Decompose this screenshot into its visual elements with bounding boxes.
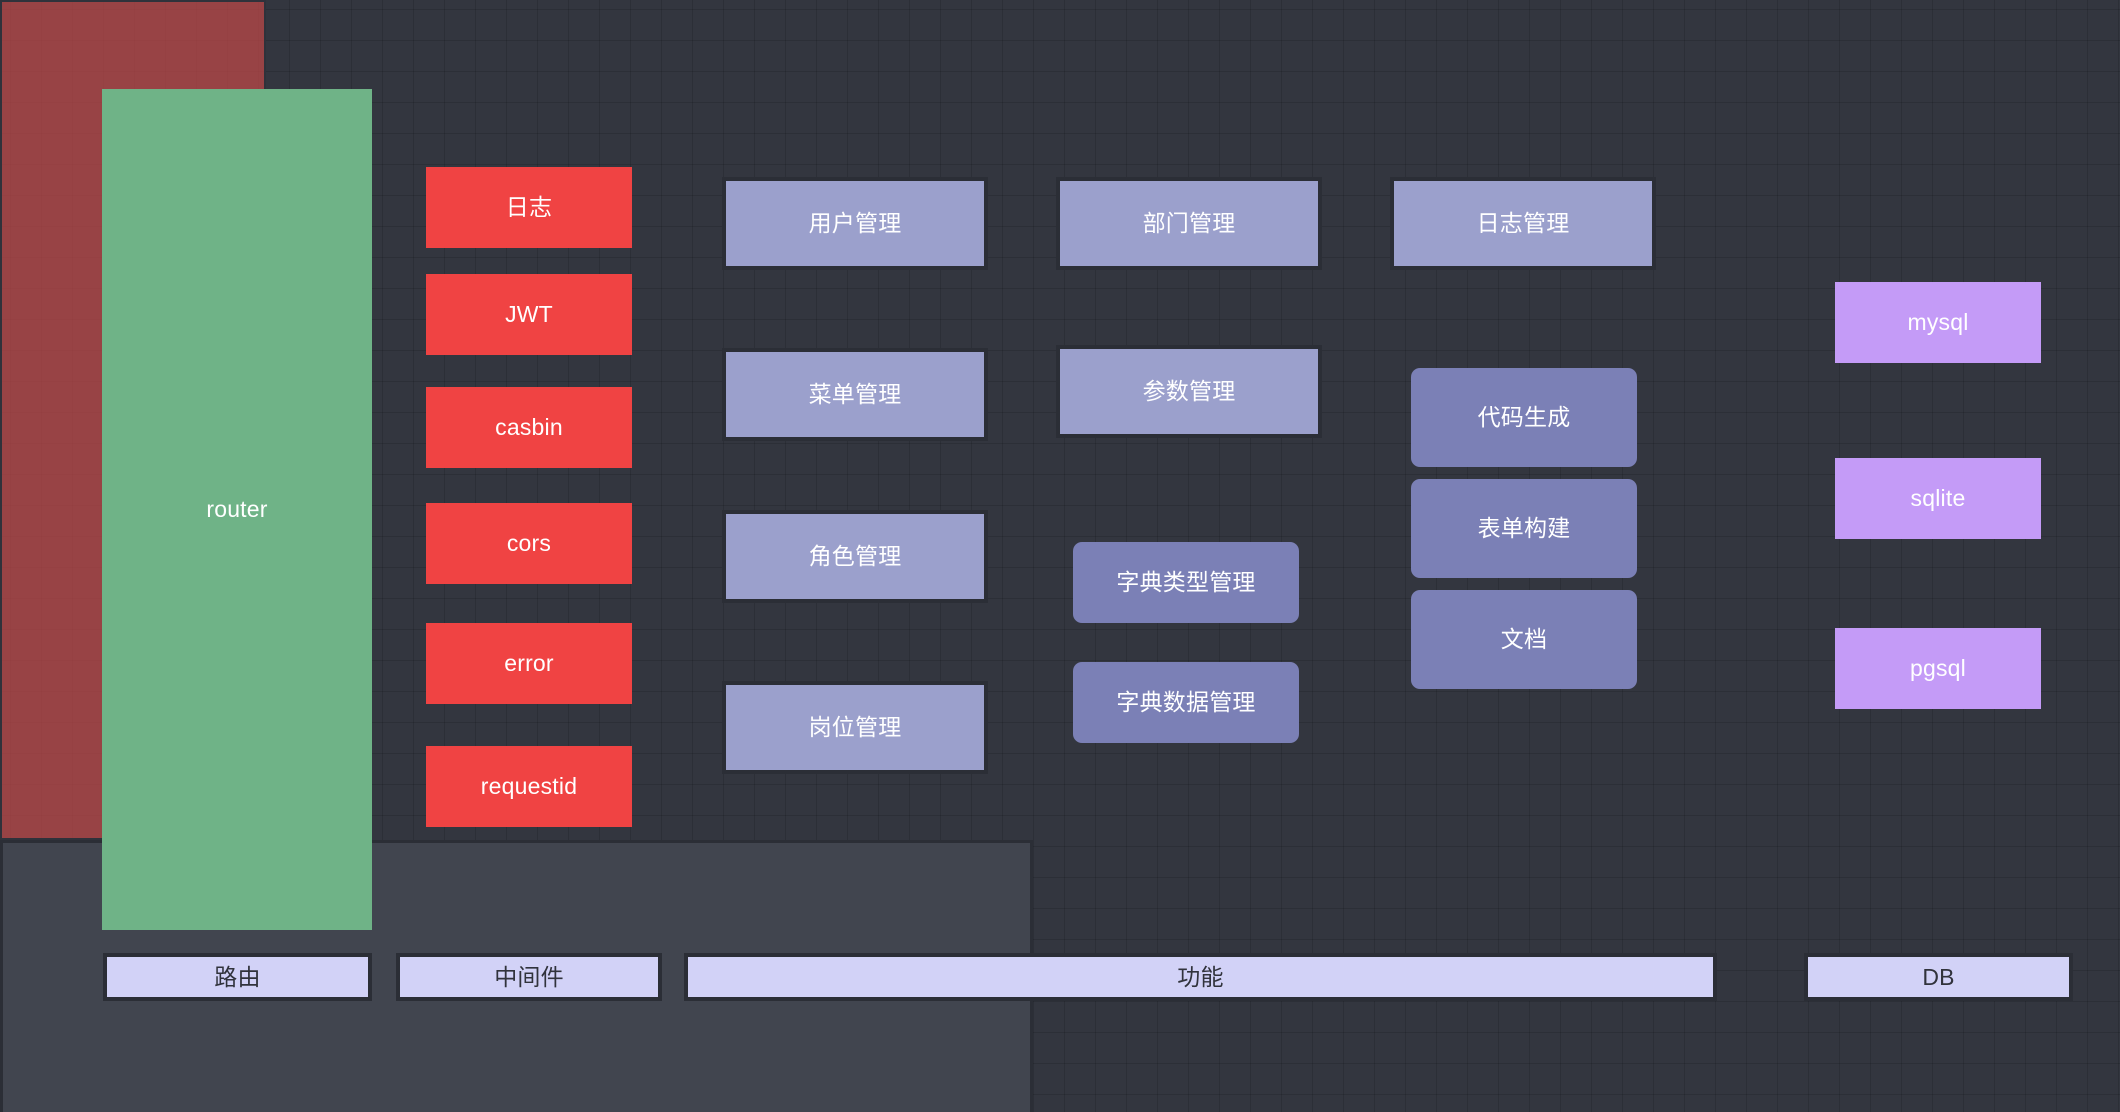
legend-function: 功能 xyxy=(684,953,1717,1001)
feature-dictionary-type-management[interactable]: 字典类型管理 xyxy=(1073,542,1299,623)
middleware-item-jwt[interactable]: JWT xyxy=(426,274,632,355)
middleware-item-cors[interactable]: cors xyxy=(426,503,632,584)
legend-db: DB xyxy=(1804,953,2073,1001)
feature-param-management[interactable]: 参数管理 xyxy=(1056,345,1322,438)
feature-dictionary-data-management[interactable]: 字典数据管理 xyxy=(1073,662,1299,743)
db-item-pgsql[interactable]: pgsql xyxy=(1835,628,2041,709)
middleware-item-log[interactable]: 日志 xyxy=(426,167,632,248)
middleware-item-casbin[interactable]: casbin xyxy=(426,387,632,468)
feature-code-generation[interactable]: 代码生成 xyxy=(1411,368,1637,467)
middleware-item-requestid[interactable]: requestid xyxy=(426,746,632,827)
feature-department-management[interactable]: 部门管理 xyxy=(1056,177,1322,270)
feature-menu-management[interactable]: 菜单管理 xyxy=(722,348,988,441)
feature-form-builder[interactable]: 表单构建 xyxy=(1411,479,1637,578)
legend-middleware: 中间件 xyxy=(396,953,662,1001)
middleware-item-error[interactable]: error xyxy=(426,623,632,704)
db-item-sqlite[interactable]: sqlite xyxy=(1835,458,2041,539)
feature-documentation[interactable]: 文档 xyxy=(1411,590,1637,689)
feature-log-management[interactable]: 日志管理 xyxy=(1390,177,1656,270)
feature-user-management[interactable]: 用户管理 xyxy=(722,177,988,270)
db-item-mysql[interactable]: mysql xyxy=(1835,282,2041,363)
router-block[interactable]: router xyxy=(102,89,372,930)
feature-role-management[interactable]: 角色管理 xyxy=(722,510,988,603)
feature-post-management[interactable]: 岗位管理 xyxy=(722,681,988,774)
legend-router: 路由 xyxy=(103,953,372,1001)
